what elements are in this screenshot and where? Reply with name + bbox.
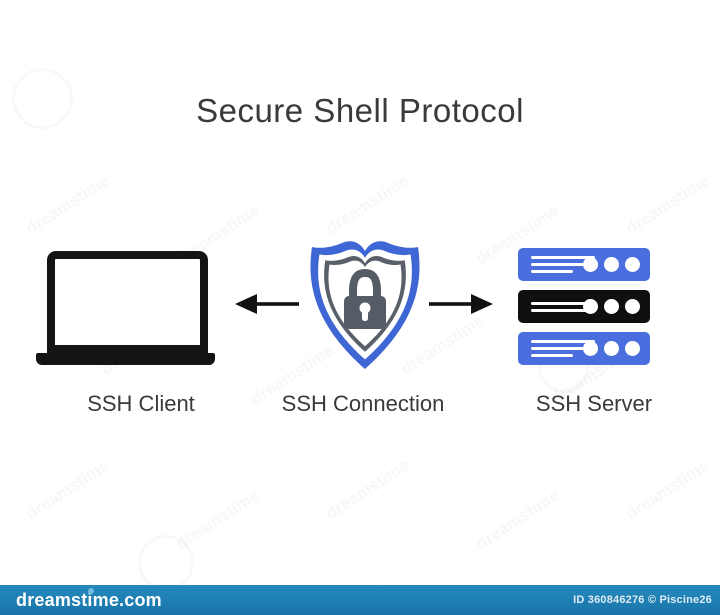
- watermark-text: dreamstime: [322, 456, 413, 525]
- watermark-footer: dreamstime.com ID 360846276 © Piscine26: [0, 585, 720, 615]
- watermark-text: dreamstime: [22, 171, 113, 240]
- label-ssh-connection: SSH Connection: [281, 391, 445, 416]
- server-row-lines: [531, 301, 595, 312]
- watermark-text: dreamstime: [622, 171, 713, 240]
- laptop-screen: [47, 251, 208, 355]
- server-row: [518, 332, 650, 365]
- watermark-text: dreamstime: [322, 171, 413, 240]
- server-row: [518, 290, 650, 323]
- shield-lock-icon: [310, 241, 420, 369]
- label-ssh-server: SSH Server: [535, 391, 653, 416]
- padlock-icon: [344, 268, 386, 329]
- page-title: Secure Shell Protocol: [196, 92, 524, 129]
- arrow-right-icon: [429, 294, 493, 314]
- server-row-leds: [583, 257, 640, 272]
- server-row-leds: [583, 341, 640, 356]
- watermark-circle: [138, 535, 194, 591]
- server-row-leds: [583, 299, 640, 314]
- label-ssh-client: SSH Client: [87, 391, 195, 416]
- brand-dot-icon: [88, 587, 94, 594]
- watermark-text: dreamstime: [172, 486, 263, 555]
- brand-text: dreamstime.com: [16, 589, 162, 610]
- watermark-text: dreamstime: [472, 486, 563, 555]
- arrow-left-icon: [235, 294, 299, 314]
- image-credit: ID 360846276 © Piscine26: [573, 594, 712, 606]
- watermark-text: dreamstime: [22, 456, 113, 525]
- dreamstime-logo: dreamstime.com: [16, 587, 162, 611]
- laptop-base: [36, 353, 215, 365]
- server-row-lines: [531, 340, 595, 357]
- server-stack-icon: [518, 248, 650, 365]
- watermark-text: dreamstime: [622, 456, 713, 525]
- server-row-lines: [531, 256, 595, 273]
- server-row: [518, 248, 650, 281]
